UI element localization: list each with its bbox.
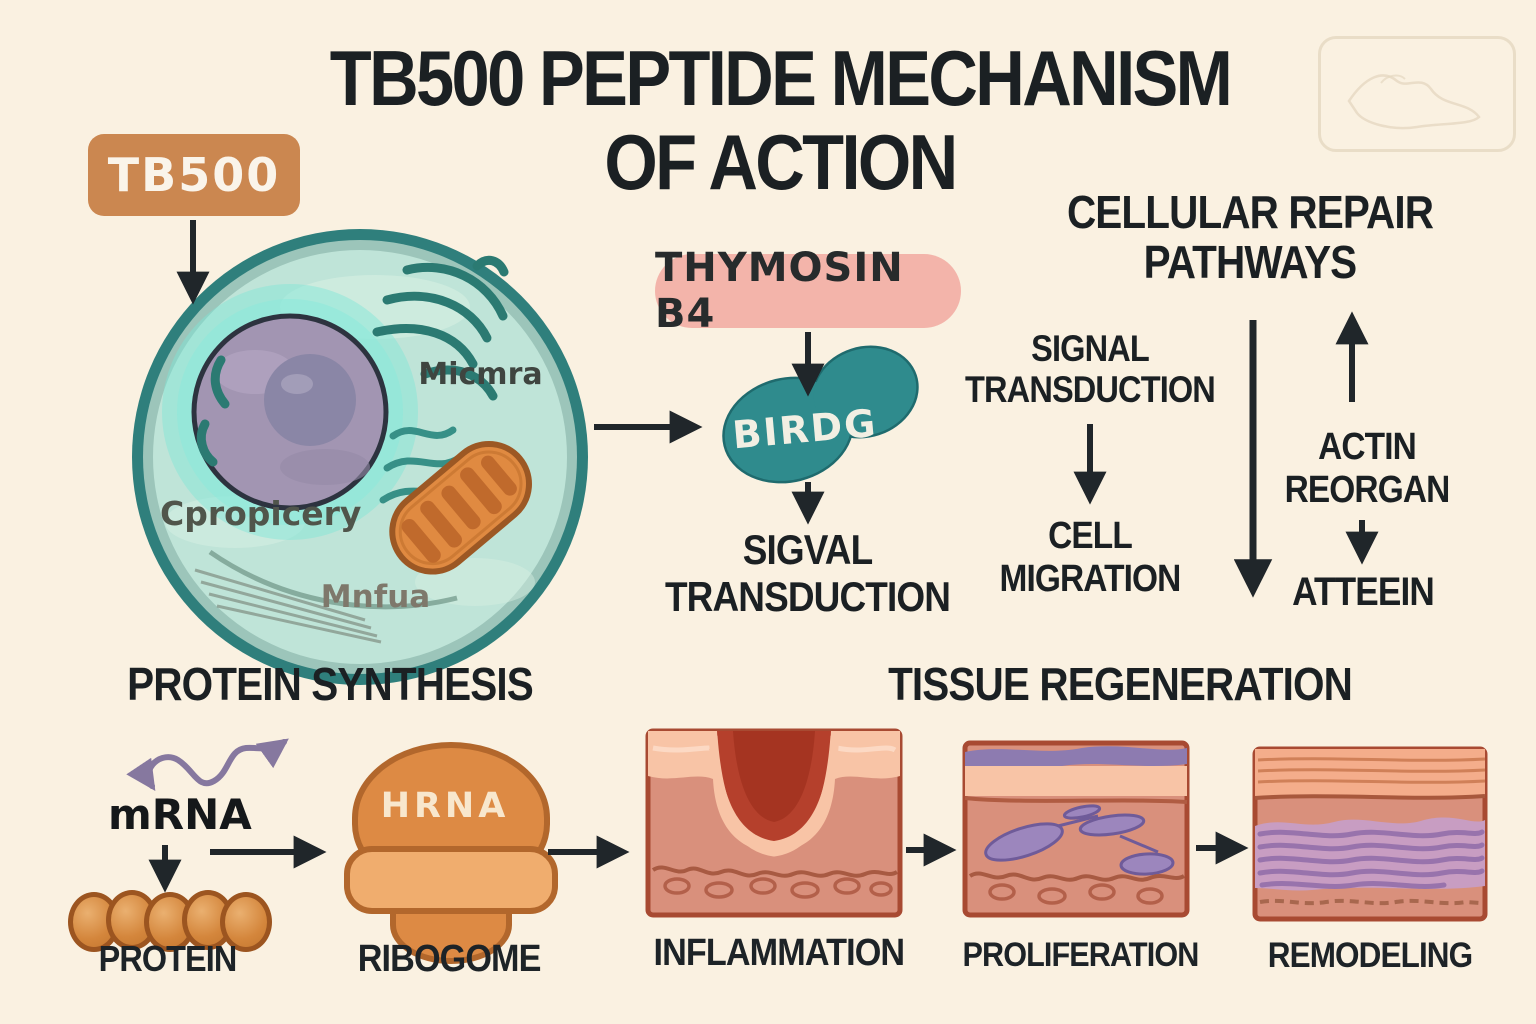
page-title: TB500 PEPTIDE MECHANISM OF ACTION — [270, 34, 1291, 207]
signal-transduction-label: SIGNAL TRANSDUCTION — [958, 328, 1222, 411]
tissue-regeneration-heading: TISSUE REGENERATION — [888, 658, 1353, 710]
tb500-badge-label: TB500 — [107, 148, 281, 202]
protein-synthesis-heading: PROTEIN SYNTHESIS — [127, 658, 534, 710]
cell-migration-label: CELL MIGRATION — [976, 515, 1205, 600]
ribosome-band — [344, 846, 558, 914]
migration-line2: MIGRATION — [999, 557, 1182, 600]
proliferation-panel — [962, 740, 1190, 918]
thymosin-b4-badge: THYMOSIN B4 — [655, 245, 961, 337]
cell-label-left: Cpropicery — [160, 494, 362, 533]
sigval-line2: TRANSDUCTION — [664, 573, 951, 621]
actin-line2: REORGAN — [1284, 468, 1451, 511]
remodeling-label: REMODELING — [1267, 936, 1473, 975]
sigval-line1: SIGVAL — [742, 526, 873, 573]
page-title-line1: TB500 PEPTIDE MECHANISM — [329, 34, 1233, 122]
ribosome-label: RIBOGOME — [357, 938, 542, 980]
birdg-blob: BIRDG — [722, 345, 919, 484]
signal-line2: TRANSDUCTION — [965, 369, 1216, 411]
mrna-label: mRNA — [108, 790, 252, 839]
protein-label: PROTEIN — [98, 938, 238, 979]
signal-line1: SIGNAL — [1031, 328, 1150, 369]
watermark-box — [1318, 36, 1516, 152]
actin-reorgan-label: ACTIN REORGAN — [1275, 426, 1460, 511]
sigval-transduction-label: SIGVAL TRANSDUCTION — [660, 526, 955, 620]
fiber-fan — [194, 568, 382, 644]
thymosin-b4-label: THYMOSIN B4 — [655, 245, 904, 337]
atteein-label: ATTEEIN — [1292, 570, 1435, 614]
watermark-sketch — [1347, 74, 1481, 130]
cellular-repair-line2: PATHWAYS — [1143, 235, 1358, 288]
cellular-repair-heading: CELLULAR REPAIR PATHWAYS — [1056, 186, 1443, 288]
remodeling-panel — [1252, 746, 1488, 922]
cell-label-bottom: Mnfua — [320, 579, 431, 615]
fibroblasts — [984, 804, 1175, 876]
tb500-badge: TB500 — [88, 134, 300, 216]
mitochondria — [389, 440, 532, 575]
protein-bead — [220, 892, 272, 952]
page-title-line2: OF ACTION — [604, 118, 958, 207]
inflammation-label: INFLAMMATION — [653, 932, 906, 974]
nucleolus — [264, 354, 356, 446]
cell-label-top: Micmra — [418, 357, 543, 392]
ribosome-text: HRNA — [380, 786, 510, 826]
cell-illustration — [132, 229, 588, 685]
collagen-band — [1255, 817, 1485, 891]
migration-line1: CELL — [1048, 515, 1133, 557]
cellular-repair-line1: CELLULAR REPAIR — [1066, 186, 1434, 238]
er-squiggles — [196, 255, 509, 467]
mrna-squiggle-arrow — [126, 738, 289, 791]
inflammation-panel — [645, 728, 903, 918]
actin-line1: ACTIN — [1318, 426, 1417, 468]
proliferation-label: PROLIFERATION — [962, 936, 1200, 974]
